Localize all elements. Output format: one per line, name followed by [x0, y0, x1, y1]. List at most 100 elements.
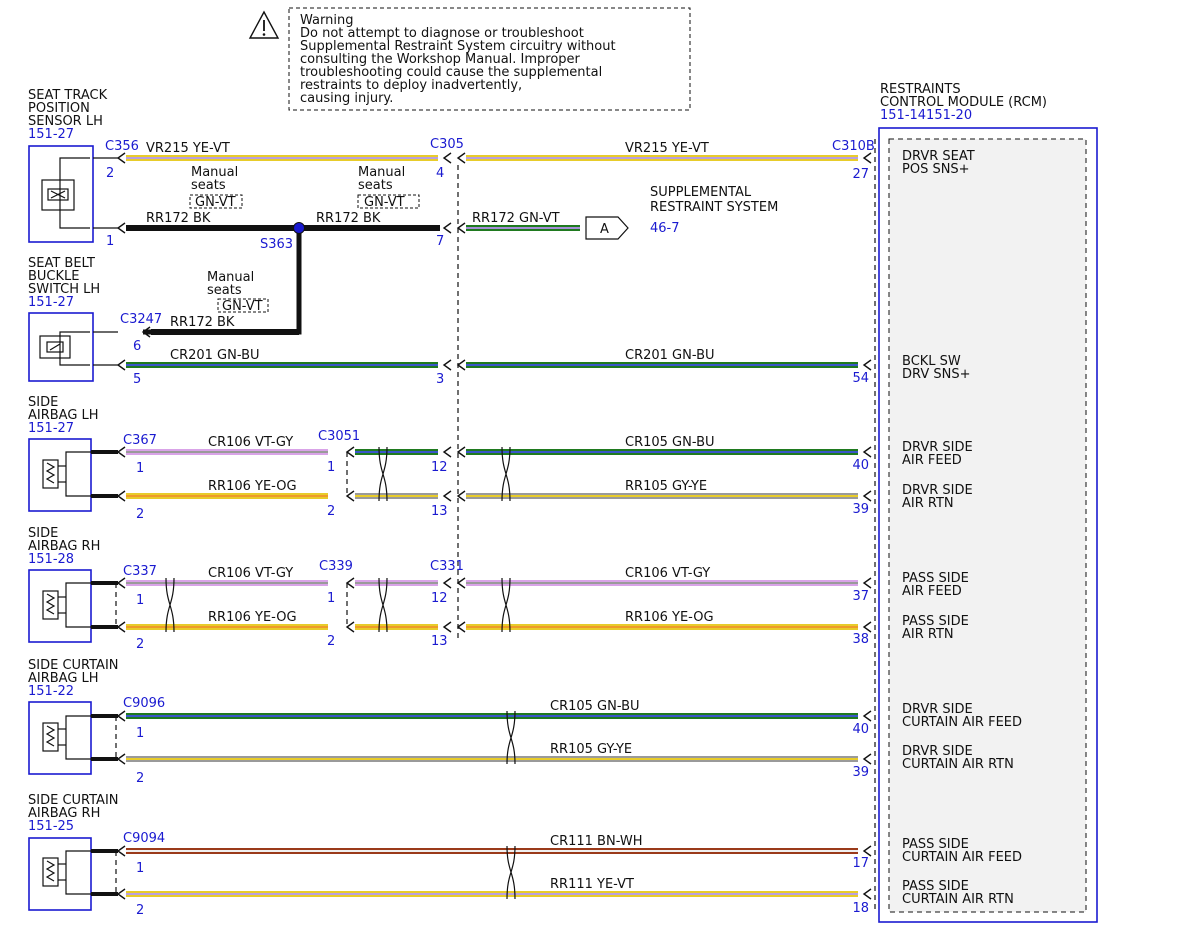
rcm-ref: 151-14151-20 [880, 108, 972, 123]
sensor-symbol [41, 179, 75, 211]
wire-label: CR105 GN-BU [625, 435, 715, 450]
sensor-symbol [50, 190, 66, 199]
component-lead [65, 451, 91, 497]
pin-number: 1 [136, 593, 144, 608]
wire-label: RR172 BK [316, 211, 381, 226]
wire-label: CR111 BN-WH [550, 834, 643, 849]
wire-label: RR172 GN-VT [472, 211, 560, 226]
terminal-arrow-icon [116, 577, 126, 589]
terminal-arrow-icon [862, 753, 872, 765]
switch-symbol [49, 343, 61, 351]
terminal-arrow-icon [116, 888, 126, 900]
component-title: AIRBAG LH [28, 408, 99, 423]
rcm-outline [878, 127, 1098, 923]
connector-label: C310B [832, 139, 875, 154]
pin-number: 2 [136, 771, 144, 786]
component-lead [65, 582, 91, 628]
option-label: seats [207, 283, 242, 298]
system-title: RESTRAINT SYSTEM [650, 200, 778, 215]
seat-belt-buckle-switch: SEAT BELT BUCKLE SWITCH LH 151-27 C3247 … [28, 256, 162, 387]
terminal-arrow-icon [116, 490, 126, 502]
warning-line: causing injury. [300, 91, 393, 106]
pin-number: 2 [136, 903, 144, 918]
airbag-squib-icon [45, 860, 56, 882]
twisted-pair-marker [378, 446, 388, 502]
wire-label: CR106 VT-GY [625, 566, 710, 581]
pin-number: 7 [436, 234, 444, 249]
pin-number: 13 [431, 504, 448, 519]
rcm-pin-number: 27 [852, 167, 869, 182]
manual-seats-note: Manual seats GN-VT [189, 165, 243, 210]
wire-label: CR106 VT-GY [208, 435, 293, 450]
manual-seats-note: Manual seats GN-VT [207, 270, 269, 314]
component-ref: 151-28 [28, 552, 74, 567]
pin-number: 1 [327, 591, 335, 606]
terminal-arrow-icon [442, 152, 452, 164]
component-title: AIRBAG LH [28, 671, 99, 686]
component-ref: 151-27 [28, 127, 74, 142]
warning-note: Warning Do not attempt to diagnose or tr… [248, 7, 691, 111]
component-lead [59, 157, 90, 229]
pin-number: 6 [133, 339, 141, 354]
rcm-pin-label: DRVR SEAT [902, 149, 975, 164]
switch-symbol [39, 335, 71, 359]
switch-symbol [46, 341, 64, 353]
pin-number: 12 [431, 460, 448, 475]
rcm-pin-number: 39 [852, 502, 869, 517]
twisted-pair-marker [165, 577, 175, 633]
component-box [28, 701, 92, 775]
component-box [28, 837, 92, 911]
wire-label: RR105 GY-YE [625, 479, 707, 494]
option-color: GN-VT [195, 195, 236, 210]
terminal-arrow-icon [456, 152, 466, 164]
component-title: SENSOR LH [28, 114, 103, 129]
rcm-pin-label: DRVR SIDE [902, 483, 973, 498]
supplemental-restraint-ref: A SUPPLEMENTAL RESTRAINT SYSTEM 46-7 [585, 185, 778, 240]
wire-label: RR172 BK [170, 315, 235, 330]
terminal-arrow-icon [862, 446, 872, 458]
rcm-pin-number: 40 [852, 458, 869, 473]
terminal-arrow-icon [116, 359, 126, 371]
terminal-arrow-icon [442, 446, 452, 458]
rcm-pin-label: CURTAIN AIR RTN [902, 892, 1014, 907]
rcm-pin-number: 38 [852, 632, 869, 647]
sensor-symbol [47, 188, 69, 201]
airbag-squib-icon [45, 593, 56, 615]
wire-label: VR215 YE-VT [625, 141, 709, 156]
rcm-pin-number: 18 [852, 901, 869, 916]
pin-number: 5 [133, 372, 141, 387]
connector-label: C9096 [123, 696, 165, 711]
twisted-pair-marker [506, 710, 516, 765]
rcm-pin-label: PASS SIDE [902, 879, 969, 894]
component-title: SIDE CURTAIN [28, 658, 119, 673]
wire-label: VR215 YE-VT [146, 141, 230, 156]
rcm-pin-label: CURTAIN AIR RTN [902, 757, 1014, 772]
component-title: SIDE [28, 526, 58, 541]
system-ref: 46-7 [650, 221, 680, 236]
terminal-arrow-icon [442, 490, 452, 502]
connector-label: C356 [105, 139, 139, 154]
side-curtain-airbag-lh: SIDE CURTAIN AIRBAG LH 151-22 C9096 1 2 [28, 658, 165, 786]
terminal-arrow-icon [345, 621, 355, 633]
terminal-arrow-icon [116, 845, 126, 857]
rcm-pin-number: 39 [852, 765, 869, 780]
rcm-pin-label: DRVR SIDE [902, 702, 973, 717]
airbag-squib-icon [45, 725, 56, 747]
rcm-pin-label: DRV SNS+ [902, 367, 970, 382]
terminal-arrow-icon [116, 753, 126, 765]
connector-label: C305 [430, 137, 464, 152]
option-box [189, 194, 243, 209]
side-airbag-rh: SIDE AIRBAG RH 151-28 C337 1 2 [28, 526, 157, 652]
wire-label: CR201 GN-BU [625, 348, 715, 363]
terminal-arrow-icon [345, 490, 355, 502]
terminal-arrow-icon [456, 490, 466, 502]
terminal-arrow-icon [862, 845, 872, 857]
rcm-pin-label: PASS SIDE [902, 571, 969, 586]
airbag-squib-icon [42, 857, 59, 887]
rcm-body [888, 138, 1087, 913]
wire-label: CR106 VT-GY [208, 566, 293, 581]
wire-label: RR105 GY-YE [550, 742, 632, 757]
option-label: seats [358, 178, 393, 193]
side-airbag-lh: SIDE AIRBAG LH 151-27 C367 1 2 [28, 395, 157, 522]
rcm-pin-label: PASS SIDE [902, 614, 969, 629]
